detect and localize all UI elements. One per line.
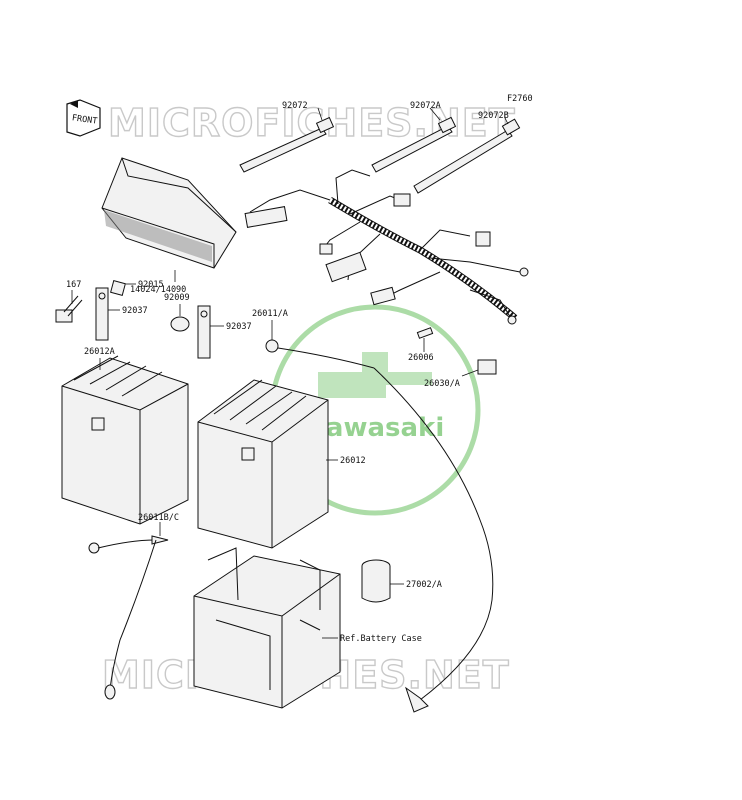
label-92037-right: 92037 [226, 322, 252, 332]
label-ref-battery-case: Ref.Battery Case [340, 634, 422, 644]
figure-code: F2760 [507, 94, 533, 104]
battery-cover-14024 [101, 157, 237, 282]
label-26030a: 26030/A [424, 379, 460, 389]
bolt-92009 [170, 304, 190, 332]
label-27002a: 27002/A [406, 580, 442, 590]
battery-case [193, 547, 341, 709]
cable-26011bc [88, 522, 169, 700]
relay-27002a [361, 559, 404, 603]
battery-26012a [61, 355, 189, 525]
nut-92015 [110, 280, 136, 296]
label-26012a: 26012A [84, 347, 115, 357]
cable-tie-92072a [371, 107, 457, 173]
fuse-26006 [416, 327, 434, 352]
cable-tie-92072 [239, 107, 335, 173]
label-14024-14090: 14024/14090 [130, 285, 186, 295]
label-92072a: 92072A [410, 101, 441, 111]
label-92015: 92015 [138, 280, 164, 290]
front-arrow-badge: FRONT [66, 99, 101, 137]
terminal-plate-92037-left [95, 287, 120, 341]
cable-tie-92072b [413, 117, 521, 194]
ground-cable [373, 367, 494, 701]
label-167: 167 [66, 280, 81, 290]
label-26012: 26012 [340, 456, 366, 466]
label-92037-left: 92037 [122, 306, 148, 316]
label-92009: 92009 [164, 293, 190, 303]
label-26011bc: 26011B/C [138, 513, 179, 523]
cable-terminal-end [405, 686, 429, 713]
battery-26012 [197, 379, 338, 549]
label-92072b: 92072B [478, 111, 509, 121]
cable-26011a [265, 320, 375, 369]
label-26006: 26006 [408, 353, 434, 363]
terminal-plate-92037-right [197, 305, 224, 359]
kawasaki-logo-watermark: Kawasaki [269, 304, 481, 516]
label-26011a: 26011/A [252, 309, 288, 319]
label-92072: 92072 [282, 101, 308, 111]
front-label: FRONT [71, 113, 98, 126]
bolt-167 [55, 290, 83, 323]
kawasaki-logo-text: Kawasaki [306, 413, 444, 443]
wiring-harness [244, 169, 529, 325]
fuse-holder-26030a [461, 359, 497, 377]
